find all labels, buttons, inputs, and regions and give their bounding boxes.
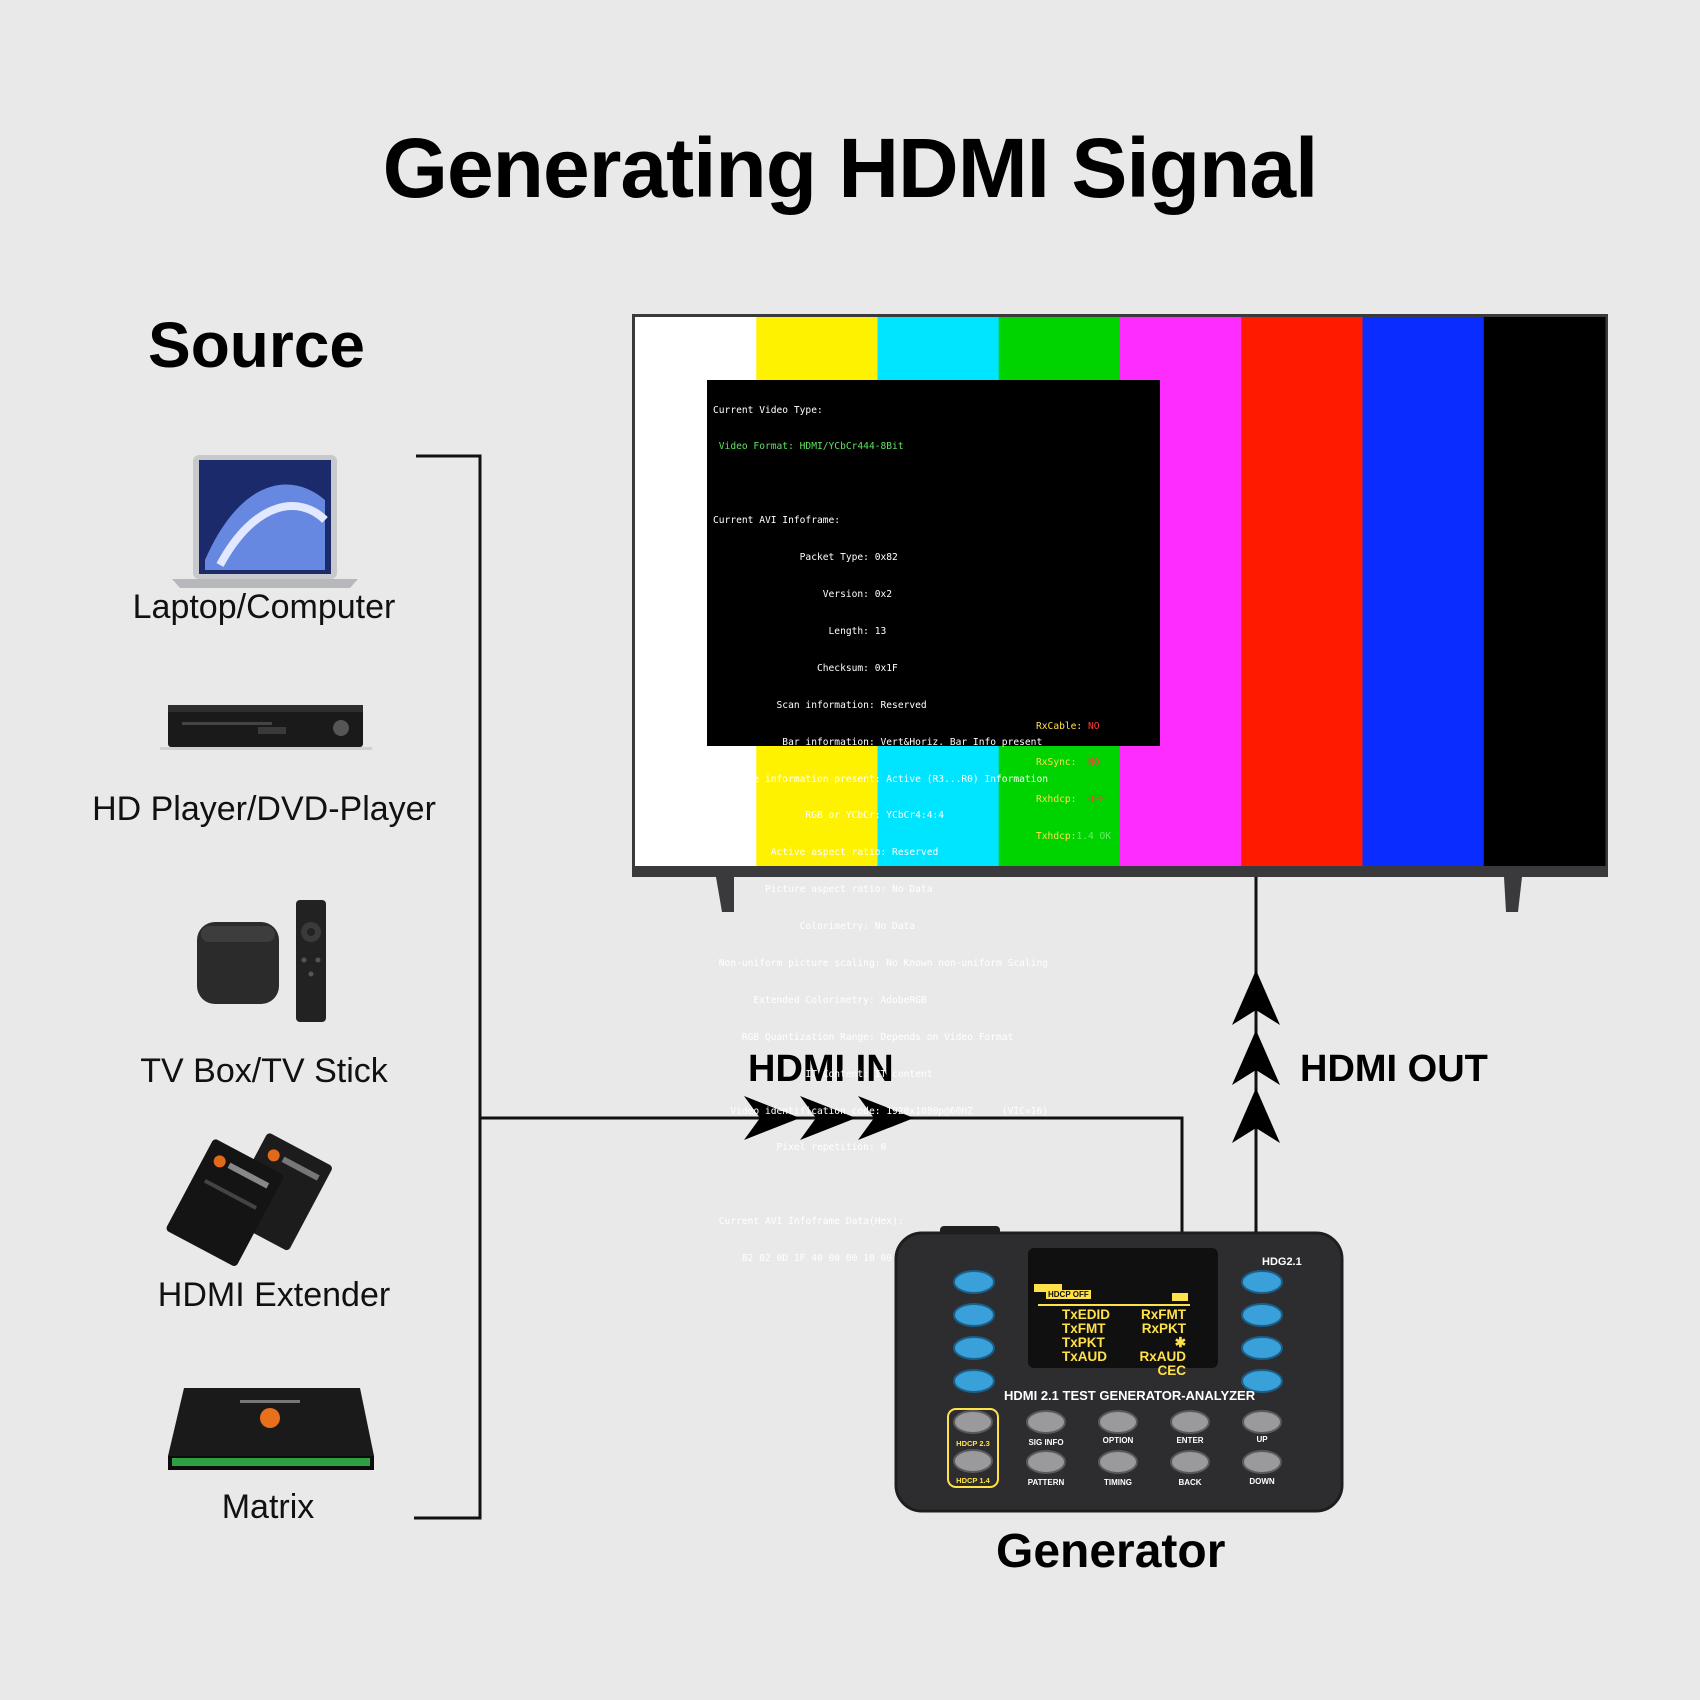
- osd-field: Checksum: 0x1F: [713, 662, 898, 674]
- osd-field: Bar information: Vert&Horiz. Bar Info pr…: [713, 736, 1043, 748]
- osd-field: Active aspect ratio: Reserved: [713, 847, 939, 859]
- arrow-up-icon: [1232, 1088, 1280, 1143]
- hdcp14-label: HDCP 1.4: [956, 1476, 990, 1485]
- osd-field: Packet Type: 0x82: [713, 552, 898, 564]
- tv-stand-left: [716, 877, 734, 912]
- color-bar: [1362, 317, 1485, 866]
- arrow-right-icon: [800, 1096, 856, 1140]
- source-label-tvbox: TV Box/TV Stick: [140, 1052, 388, 1090]
- status-value: 1.4 OK: [1076, 831, 1112, 843]
- lcd-right-menu: RxFMT RxPKT ✱ RxAUD CEC: [1130, 1308, 1186, 1378]
- device-name: HDMI 2.1 TEST GENERATOR-ANALYZER: [1004, 1388, 1256, 1403]
- source-label-laptop: Laptop/Computer: [132, 588, 396, 626]
- osd-field: Active information present: Active (R3..…: [713, 773, 1049, 785]
- arrow-up-icon: [1232, 1030, 1280, 1085]
- osd-field: Scan information: Reserved: [713, 699, 927, 711]
- lcd-selection-marker-icon: ✱: [1174, 1335, 1186, 1350]
- btn-label-pattern: PATTERN: [1027, 1478, 1065, 1487]
- osd-info-panel: Current Video Type: Video Format: HDMI/Y…: [707, 380, 1160, 1264]
- btn-label-back: BACK: [1178, 1478, 1202, 1487]
- tv-stand-right: [1504, 877, 1522, 912]
- lcd-menu-item: TxPKT: [1062, 1335, 1105, 1350]
- status-key: Rxhdcp:: [1036, 794, 1077, 806]
- status-value: OFF: [1082, 794, 1106, 806]
- arrow-right-icon: [744, 1096, 800, 1140]
- diagram-title: Generating HDMI Signal: [382, 121, 1319, 215]
- generator-label: Generator: [996, 1525, 1226, 1578]
- hdmi-in-label: HDMI IN: [748, 1048, 894, 1090]
- side-buttons-right: [1241, 1270, 1283, 1393]
- osd-field: IT Content: IT content: [713, 1068, 933, 1080]
- osd-field: Colorimetry: No Data: [713, 921, 916, 933]
- source-bracket-line: [414, 454, 482, 1520]
- osd-field: Pixel repetition: 0: [713, 1142, 887, 1154]
- lcd-menu-item: RxFMT: [1141, 1307, 1186, 1322]
- osd-field: Video identification code: 1920x1080p@60…: [713, 1105, 1049, 1117]
- lcd-menu-item: TxAUD: [1062, 1349, 1108, 1364]
- btn-label-up: UP: [1256, 1435, 1268, 1444]
- osd-status-block: RxCable: NO RxSync: NO Rxhdcp: OFF Txhdc…: [1036, 696, 1156, 843]
- source-heading: Source: [148, 309, 365, 381]
- hdmi-in-arrows: [744, 1096, 914, 1140]
- status-value: NO: [1088, 720, 1100, 732]
- side-buttons-left: [953, 1270, 995, 1393]
- arrow-right-icon: [858, 1096, 914, 1140]
- osd-line: Current Video Type:: [713, 404, 823, 416]
- btn-label-sig-info: SIG INFO: [1028, 1438, 1064, 1447]
- lcd-battery-icon: [1034, 1284, 1062, 1292]
- lcd-menu-item: TxFMT: [1062, 1321, 1106, 1336]
- osd-field: Non-uniform picture scaling: No Known no…: [713, 957, 1049, 969]
- hdmi-out-label: HDMI OUT: [1300, 1048, 1488, 1090]
- status-value: NO: [1082, 757, 1100, 769]
- osd-video-format: Video Format: HDMI/YCbCr444-8Bit: [713, 441, 904, 453]
- lcd-menu-item: CEC: [1157, 1363, 1186, 1378]
- btn-label-timing: TIMING: [1104, 1478, 1132, 1487]
- source-label-dvd: HD Player/DVD-Player: [92, 790, 436, 828]
- osd-field: Version: 0x2: [713, 589, 893, 601]
- arrow-up-icon: [1232, 970, 1280, 1025]
- status-key: Txhdcp:: [1036, 831, 1077, 843]
- lcd-menu-item: RxAUD: [1139, 1349, 1186, 1364]
- hdcp23-label: HDCP 2.3: [956, 1439, 990, 1448]
- source-label-matrix: Matrix: [221, 1488, 315, 1526]
- lcd-left-menu: TxEDID TxFMT TxPKT TxAUD: [1062, 1308, 1110, 1364]
- osd-field: RGB or YCbCr: YCbCr4:4:4: [713, 810, 945, 822]
- color-bar: [1483, 317, 1606, 866]
- osd-avi-header: Current AVI Infoframe:: [713, 515, 841, 527]
- osd-hex-header: Current AVI Infoframe Data(Hex):: [713, 1216, 904, 1228]
- btn-label-down: DOWN: [1249, 1477, 1275, 1486]
- source-label-extender: HDMI Extender: [157, 1276, 391, 1314]
- btn-label-option: OPTION: [1102, 1436, 1134, 1445]
- osd-field: Length: 13: [713, 625, 887, 637]
- lcd-header: HDCP OFF: [1046, 1290, 1091, 1299]
- osd-field: Picture aspect ratio: No Data: [713, 884, 933, 896]
- color-bar: [1241, 317, 1363, 866]
- hdmi-in-line: [480, 1116, 1184, 1232]
- lcd-menu-item: TxEDID: [1062, 1307, 1111, 1322]
- lcd-menu-item: RxPKT: [1141, 1321, 1186, 1336]
- btn-label-enter: ENTER: [1176, 1436, 1204, 1445]
- osd-field: RGB Quantization Range: Depends on Video…: [713, 1031, 1014, 1043]
- status-key: RxSync:: [1036, 757, 1077, 769]
- hdmi-out-arrows: [1232, 970, 1280, 1143]
- osd-field: Extended Colorimetry: AdobeRGB: [713, 994, 927, 1006]
- status-key: RxCable:: [1036, 720, 1083, 732]
- device-model: HDG2.1: [1262, 1256, 1302, 1268]
